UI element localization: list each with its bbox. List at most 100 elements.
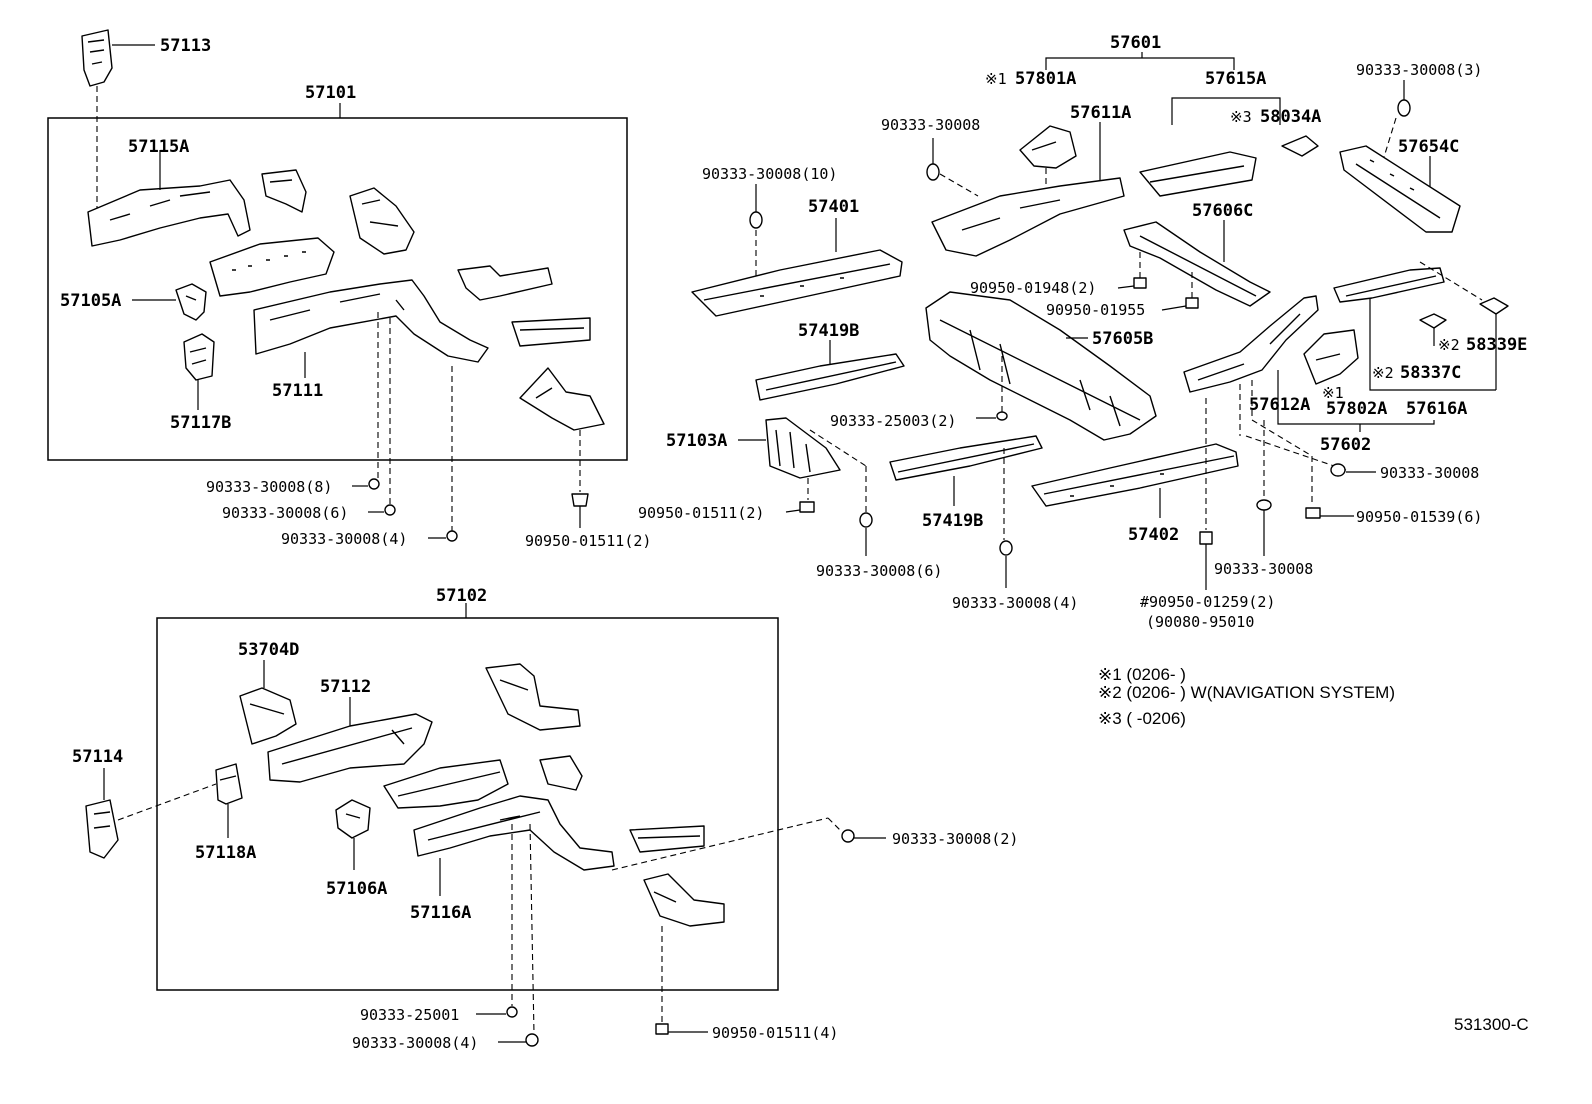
part-bracket-top bbox=[261, 169, 307, 213]
label-b4: 90950-01511(4) bbox=[712, 1024, 838, 1042]
part-57612A bbox=[1183, 295, 1319, 393]
label-fastener-f2: 90333-30008(6) bbox=[222, 504, 348, 522]
part-57419B-b bbox=[889, 435, 1043, 481]
part-57419B-a bbox=[755, 353, 905, 401]
group-right: 57601 ※1 57801A 57615A 90333-30008 57611… bbox=[638, 33, 1527, 631]
label-c14: (90080-95010 bbox=[1146, 613, 1254, 631]
part-57615A bbox=[1139, 151, 1257, 197]
part-57117B bbox=[183, 333, 215, 381]
label-57106A: 57106A bbox=[326, 879, 387, 899]
label-c2: 90333-30008(3) bbox=[1356, 61, 1482, 79]
part-57115A bbox=[87, 179, 251, 247]
part-57802A bbox=[1303, 329, 1359, 385]
label-57601: 57601 bbox=[1110, 33, 1161, 53]
label-57602: 57602 bbox=[1320, 435, 1371, 455]
label-c12: 90333-30008 bbox=[1214, 560, 1313, 578]
label-c6: 90333-25003(2) bbox=[830, 412, 956, 430]
label-57111: 57111 bbox=[272, 381, 323, 401]
part-57111 bbox=[253, 279, 489, 363]
label-c11: 90333-30008(4) bbox=[952, 594, 1078, 612]
marker-m2a: ※2 bbox=[1438, 336, 1460, 354]
marker-m2b: ※2 bbox=[1372, 364, 1394, 382]
part-57116A bbox=[413, 795, 615, 871]
label-c1: 90333-30008 bbox=[881, 116, 980, 134]
part-57654C bbox=[1339, 145, 1461, 233]
label-57118A: 57118A bbox=[195, 843, 256, 863]
part-bracket-r1 bbox=[457, 265, 553, 301]
label-57612A: 57612A bbox=[1249, 395, 1310, 415]
label-57615A: 57615A bbox=[1205, 69, 1266, 89]
label-57114: 57114 bbox=[72, 747, 123, 767]
label-fastener-f4: 90950-01511(2) bbox=[525, 532, 651, 550]
part-member-b bbox=[383, 759, 509, 809]
label-57419B-a: 57419B bbox=[798, 321, 859, 341]
part-58034A bbox=[1281, 135, 1319, 157]
part-57606C bbox=[1123, 221, 1271, 307]
label-57654C: 57654C bbox=[1398, 137, 1459, 157]
figure-code: 531300-C bbox=[1454, 1015, 1529, 1034]
part-bracket-b4 bbox=[643, 873, 725, 927]
label-57116A: 57116A bbox=[410, 903, 471, 923]
part-bracket-b2 bbox=[539, 755, 583, 791]
label-c5: 90950-01955 bbox=[1046, 301, 1145, 319]
part-57616A bbox=[1333, 267, 1445, 303]
label-c8: 90950-01511(2) bbox=[638, 504, 764, 522]
label-c13: #90950-01259(2) bbox=[1140, 593, 1275, 611]
label-57419B-b: 57419B bbox=[922, 511, 983, 531]
frame-57102 bbox=[156, 617, 779, 991]
marker-m3: ※3 bbox=[1230, 108, 1252, 126]
part-member-perforated bbox=[209, 237, 335, 297]
note-3: ※3 ( -0206) bbox=[1098, 709, 1186, 728]
label-57101: 57101 bbox=[305, 83, 356, 103]
part-bracket-r3 bbox=[519, 367, 605, 431]
label-b3: 90333-30008(4) bbox=[352, 1034, 478, 1052]
label-c3: 90333-30008(10) bbox=[702, 165, 837, 183]
group-57102: 57102 53704D 57112 57114 57118A 57106A 5… bbox=[72, 586, 1018, 1052]
label-57606C: 57606C bbox=[1192, 201, 1253, 221]
group-57101: 57101 57113 57115A 57105A 57117B 57111 bbox=[47, 29, 651, 550]
label-c4: 90950-01948(2) bbox=[970, 279, 1096, 297]
part-57611A bbox=[931, 177, 1125, 257]
part-57112 bbox=[267, 713, 433, 783]
part-bracket-b3 bbox=[629, 825, 705, 853]
part-57402 bbox=[1031, 443, 1239, 507]
frame-57101 bbox=[47, 117, 628, 461]
label-57103A: 57103A bbox=[666, 431, 727, 451]
label-58337C: 58337C bbox=[1400, 363, 1461, 383]
label-57802A: 57802A bbox=[1326, 399, 1387, 419]
label-57616A: 57616A bbox=[1406, 399, 1467, 419]
part-57103A bbox=[765, 417, 841, 479]
marker-m1: ※1 bbox=[985, 70, 1007, 88]
label-fastener-f3: 90333-30008(4) bbox=[281, 530, 407, 548]
marker-m1b: ※1 bbox=[1322, 384, 1344, 402]
label-57801A: 57801A bbox=[1015, 69, 1076, 89]
part-57118A bbox=[215, 763, 243, 805]
part-bracket-b1 bbox=[485, 663, 581, 731]
part-bracket-r2 bbox=[511, 317, 591, 347]
part-53704D bbox=[239, 687, 297, 745]
label-57113: 57113 bbox=[160, 36, 211, 56]
footnotes: ※1 (0206- ) ※2 (0206- ) W(NAVIGATION SYS… bbox=[1098, 665, 1395, 728]
label-57402: 57402 bbox=[1128, 525, 1179, 545]
label-c7: 90333-30008 bbox=[1380, 464, 1479, 482]
label-57611A: 57611A bbox=[1070, 103, 1131, 123]
part-57106A bbox=[335, 799, 371, 839]
part-57605B bbox=[925, 291, 1157, 441]
label-57605B: 57605B bbox=[1092, 329, 1153, 349]
part-57113 bbox=[81, 29, 113, 87]
part-57401 bbox=[691, 249, 903, 317]
label-58339E: 58339E bbox=[1466, 335, 1527, 355]
label-57401: 57401 bbox=[808, 197, 859, 217]
label-b1: 90333-30008(2) bbox=[892, 830, 1018, 848]
part-57801A bbox=[1019, 125, 1077, 169]
part-bracket-box bbox=[349, 187, 415, 255]
part-57105A bbox=[175, 283, 207, 321]
label-53704D: 53704D bbox=[238, 640, 299, 660]
label-57115A: 57115A bbox=[128, 137, 189, 157]
label-58034A: 58034A bbox=[1260, 107, 1321, 127]
note-1: ※1 (0206- ) bbox=[1098, 665, 1186, 684]
label-fastener-f1: 90333-30008(8) bbox=[206, 478, 332, 496]
label-57112: 57112 bbox=[320, 677, 371, 697]
label-57102: 57102 bbox=[436, 586, 487, 606]
